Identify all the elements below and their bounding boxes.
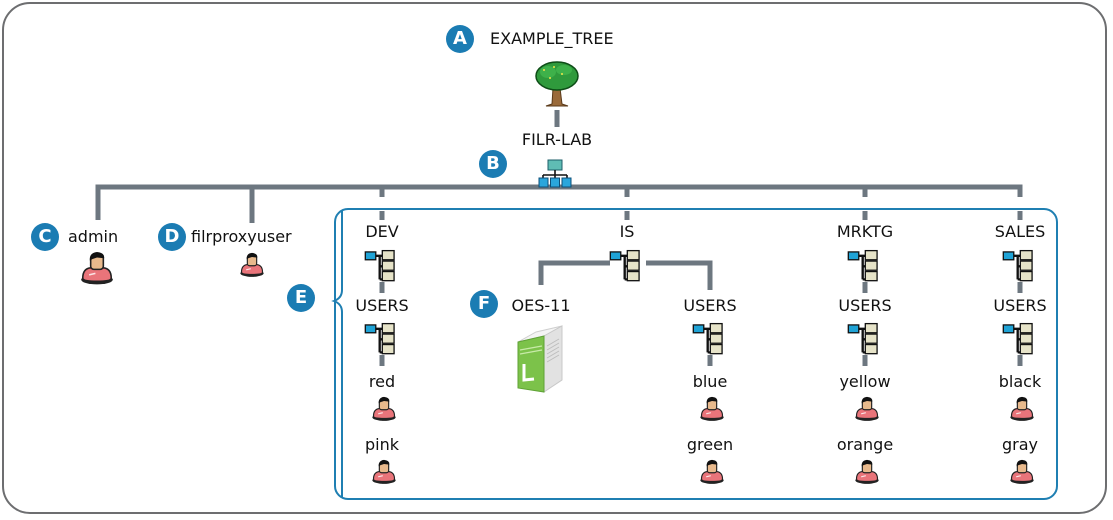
tree-icon [535, 61, 579, 107]
server-oes11-label: OES-11 [511, 296, 571, 315]
diagram-frame [2, 2, 1107, 514]
ou-mrktg-label: MRKTG [836, 222, 894, 241]
user-blue-label: blue [692, 372, 728, 391]
callout-badge-a: A [446, 25, 474, 53]
ou-dev-label: DEV [365, 222, 399, 241]
ou-sales-label: SALES [994, 222, 1046, 241]
user-pink-label: pink [364, 435, 400, 454]
org-unit-icon[interactable] [1002, 321, 1036, 355]
user-gray-label: gray [1001, 435, 1039, 454]
org-unit-icon[interactable] [364, 321, 398, 355]
org-unit-icon[interactable] [1002, 248, 1036, 282]
connector-is-users [646, 260, 713, 290]
user-green-label: green [686, 435, 734, 454]
org-unit-icon[interactable] [364, 248, 398, 282]
org-unit-icon[interactable] [609, 248, 643, 282]
user-icon[interactable] [1008, 394, 1036, 422]
user-filrproxyuser-label: filrproxyuser [191, 227, 292, 246]
user-icon[interactable] [370, 457, 398, 485]
user-black-label: black [998, 372, 1042, 391]
organization-icon[interactable] [538, 159, 572, 189]
callout-badge-e: E [287, 284, 315, 312]
org-unit-icon[interactable] [692, 321, 726, 355]
user-icon[interactable] [238, 250, 266, 278]
user-icon[interactable] [370, 394, 398, 422]
organizational-units-group [334, 208, 1058, 500]
callout-badge-b: B [479, 150, 507, 178]
callout-badge-d: D [158, 223, 186, 251]
org-unit-icon[interactable] [847, 321, 881, 355]
user-icon[interactable] [698, 394, 726, 422]
callout-e-bracket [331, 210, 343, 498]
user-admin-label: admin [68, 227, 119, 246]
tree-label: EXAMPLE_TREE [490, 29, 614, 48]
user-icon[interactable] [853, 394, 881, 422]
ou-sales-users-label: USERS [993, 296, 1047, 315]
ou-is-label: IS [619, 222, 635, 241]
org-unit-icon[interactable] [847, 248, 881, 282]
callout-badge-c: C [31, 223, 59, 251]
user-icon[interactable] [1008, 457, 1036, 485]
user-icon[interactable] [853, 457, 881, 485]
callout-badge-f: F [470, 290, 498, 318]
connector-main-bus [95, 184, 1023, 220]
connector-is-children [538, 260, 610, 285]
user-icon[interactable] [698, 457, 726, 485]
user-red-label: red [368, 372, 396, 391]
ou-is-users-label: USERS [683, 296, 737, 315]
server-icon[interactable] [510, 322, 566, 396]
ou-mrktg-users-label: USERS [838, 296, 892, 315]
user-yellow-label: yellow [839, 372, 891, 391]
user-icon[interactable] [78, 248, 116, 286]
user-orange-label: orange [836, 435, 894, 454]
org-label: FILR-LAB [521, 130, 593, 149]
ou-dev-users-label: USERS [355, 296, 409, 315]
